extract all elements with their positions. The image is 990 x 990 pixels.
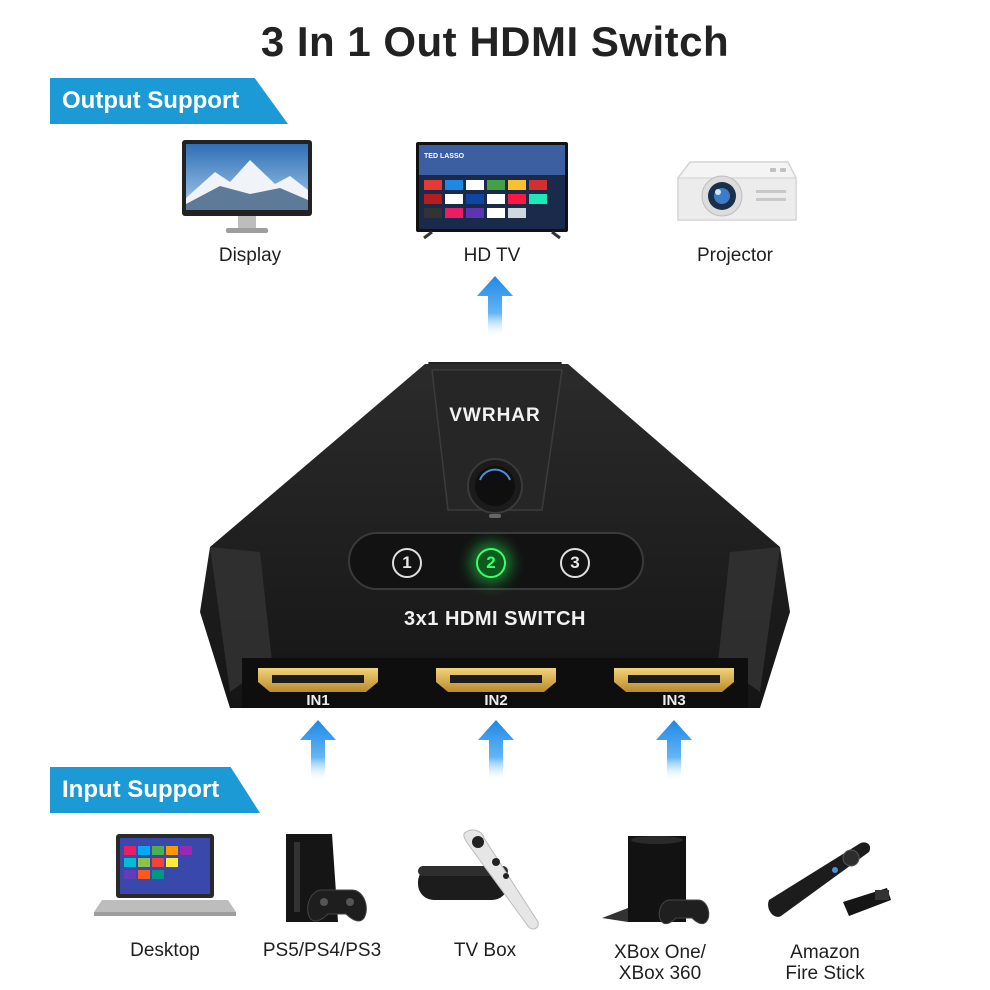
fire-stick-label-line2: Fire Stick [785,963,865,984]
projector-icon [677,161,797,221]
indicator-3: 3 [560,548,590,578]
tv-box-icon [418,829,539,930]
display-label: Display [218,245,282,266]
input-support-banner: Input Support [50,767,260,813]
port-label-in2: IN2 [484,692,508,709]
projector-label: Projector [696,245,774,266]
fire-stick-label-line1: Amazon [790,942,860,963]
desktop-label: Desktop [130,940,200,961]
tv-icon: TED LASSO [416,142,568,240]
hd-tv-label: HD TV [463,245,521,266]
input-arrow-icon [478,720,514,782]
model-label: 3x1 HDMI SWITCH [404,608,586,630]
indicator-2-active: 2 [476,548,506,578]
input-device-xbox: XBox One/ XBox 360 [590,830,730,990]
fire-stick-icon [768,842,891,917]
xbox-icon [602,836,710,925]
svg-text:TED LASSO: TED LASSO [424,153,465,160]
tv-box-label: TV Box [453,940,517,961]
input-device-ps: PS5/PS4/PS3 [252,830,392,970]
output-device-projector: Projector [660,138,810,270]
input-arrow-icon [656,720,692,782]
ps-label: PS5/PS4/PS3 [262,940,382,961]
output-support-banner: Output Support [50,78,288,124]
game-console-icon [286,834,367,922]
input-arrow-icon [300,720,336,782]
port-label-in1: IN1 [306,692,330,709]
laptop-icon [94,834,236,916]
output-arrow-icon [477,276,513,338]
monitor-icon [182,140,312,233]
brand-label: VWRHAR [449,405,541,426]
output-device-display: Display [170,138,330,270]
indicator-1: 1 [392,548,422,578]
xbox-label-line1: XBox One/ [614,942,706,963]
port-label-in3: IN3 [662,692,686,709]
input-device-desktop: Desktop [90,830,240,970]
xbox-label-line2: XBox 360 [618,963,702,984]
output-device-hd-tv: TED LASSO HD TV [410,138,574,270]
input-device-fire-stick: Amazon Fire Stick [755,830,895,990]
page-title: 3 In 1 Out HDMI Switch [260,18,730,65]
input-device-tv-box: TV Box [410,826,560,970]
hdmi-port-1 [258,668,378,692]
